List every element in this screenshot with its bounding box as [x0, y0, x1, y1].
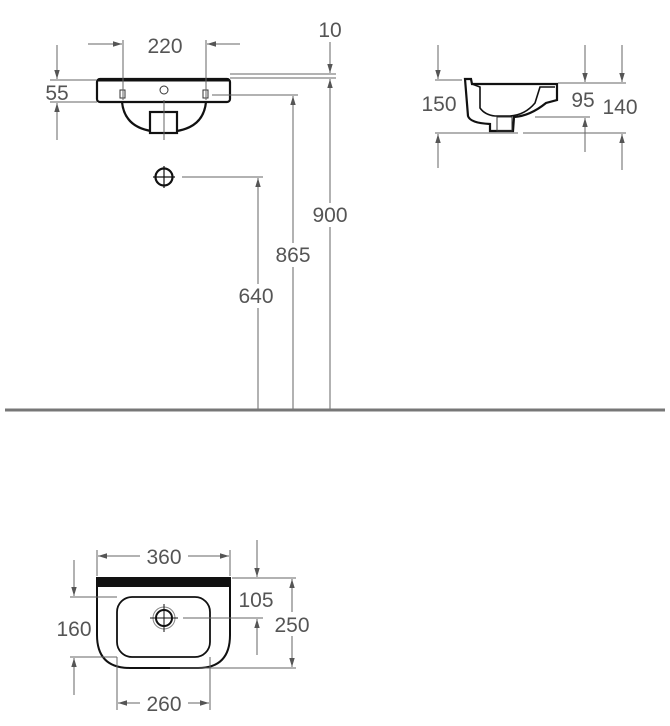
dimension-label: 55	[45, 82, 68, 105]
dimension-label: 640	[238, 285, 273, 308]
front-view: 220 55 10 900 865	[45, 19, 350, 410]
dimension-105: 105	[183, 540, 296, 655]
plan-view: 360 260 160 105 250	[56, 540, 310, 716]
dimension-220: 220	[88, 35, 240, 100]
basin-front-outline	[95, 77, 232, 140]
dimension-55: 55	[45, 45, 97, 140]
waste-outlet-symbol	[153, 166, 175, 188]
dimension-640: 640	[182, 176, 278, 410]
dimension-label: 10	[318, 19, 341, 42]
dimension-label: 865	[275, 244, 310, 267]
dimension-label: 160	[56, 618, 91, 641]
basin-side-outline	[463, 77, 559, 133]
dimension-250: 250	[170, 579, 310, 669]
dimension-360: 360	[96, 546, 231, 576]
dimension-260: 260	[116, 657, 211, 716]
dimension-label: 220	[147, 35, 182, 58]
dimension-label: 900	[312, 204, 347, 227]
dimension-140: 140	[602, 45, 638, 170]
dimension-95: 95	[535, 45, 626, 152]
side-view: 150 95 140	[421, 45, 638, 170]
basin-plan-outline	[96, 577, 231, 669]
dimension-160: 160	[56, 560, 117, 695]
dimension-150: 150	[421, 45, 626, 168]
dimension-865: 865	[212, 94, 313, 410]
dimension-label: 150	[421, 93, 456, 116]
dimension-label: 140	[602, 96, 637, 119]
dimension-label: 250	[274, 614, 309, 637]
dimension-label: 260	[146, 693, 181, 716]
dimension-10-900: 10 900	[230, 19, 350, 410]
dimension-label: 360	[146, 546, 181, 569]
dimension-label: 105	[238, 589, 273, 612]
dimension-label: 95	[571, 89, 594, 112]
